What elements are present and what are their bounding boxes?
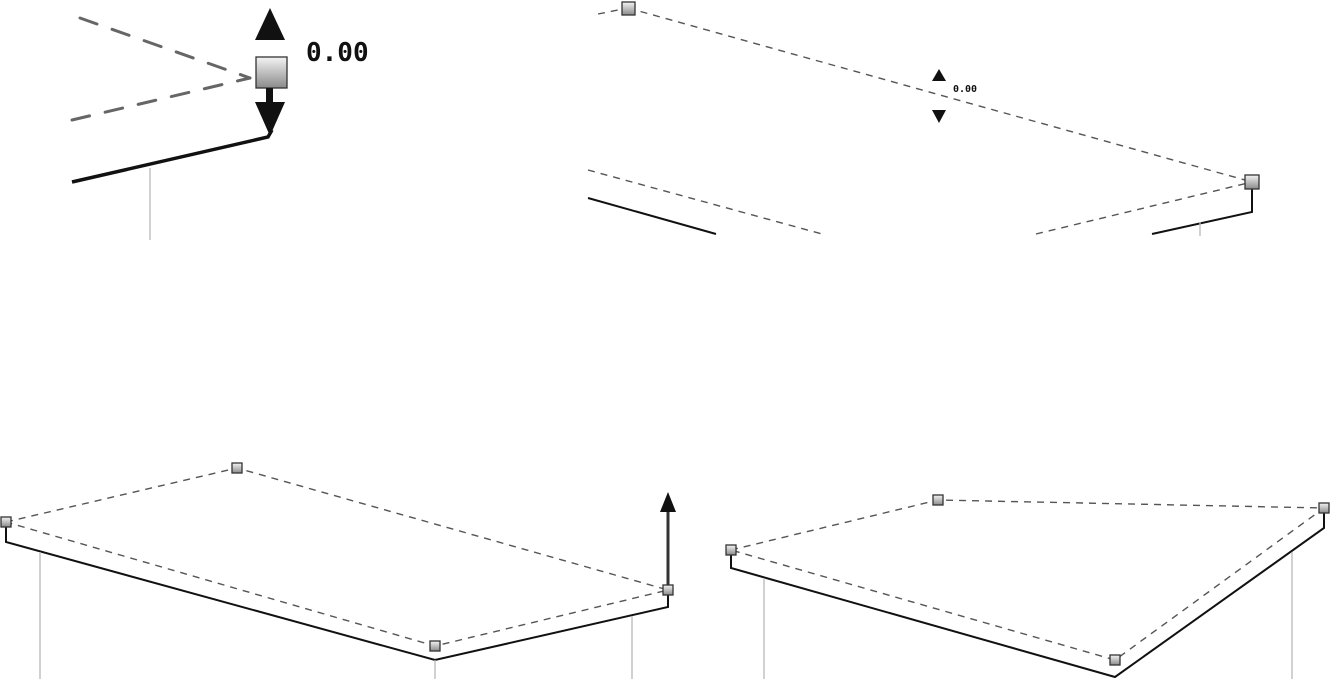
offset-value[interactable]: 0.00 bbox=[953, 84, 977, 95]
square-grip-icon[interactable] bbox=[1109, 654, 1121, 666]
panel-bottom-left bbox=[0, 462, 676, 679]
panel-top-right: 0.00 bbox=[587, 1, 1260, 236]
square-grip-icon[interactable] bbox=[429, 640, 441, 652]
roof-edge bbox=[71, 129, 274, 184]
arrow-down-icon[interactable] bbox=[255, 88, 285, 136]
dashed-outline-upper bbox=[78, 16, 252, 80]
square-grip-icon[interactable] bbox=[1244, 174, 1260, 190]
panel-top-left: 0.00 bbox=[70, 8, 369, 240]
dashed-outline-top bbox=[627, 7, 1253, 183]
dashed-outline bbox=[728, 499, 1327, 661]
dashed-outline bbox=[3, 467, 671, 647]
panel-bottom-right bbox=[725, 494, 1330, 679]
roof-edge-left bbox=[587, 197, 717, 235]
roof-edge bbox=[5, 522, 669, 662]
square-grip-icon[interactable] bbox=[255, 56, 288, 89]
dashed-outline-stub bbox=[597, 7, 629, 15]
offset-value[interactable]: 0.00 bbox=[306, 38, 369, 68]
dashed-outline-left bbox=[587, 169, 823, 235]
square-grip-icon[interactable] bbox=[621, 1, 636, 16]
dashed-outline-lower bbox=[70, 76, 252, 122]
square-grip-icon[interactable] bbox=[1318, 502, 1330, 514]
arrow-down-icon[interactable] bbox=[932, 110, 946, 123]
square-grip-icon[interactable] bbox=[932, 494, 944, 506]
roof-edge bbox=[730, 508, 1325, 679]
arrow-up-icon[interactable] bbox=[255, 8, 285, 40]
square-grip-icon[interactable] bbox=[725, 544, 737, 556]
square-grip-icon[interactable] bbox=[662, 584, 674, 596]
arrow-up-icon[interactable] bbox=[660, 492, 676, 585]
arrow-up-icon[interactable] bbox=[932, 69, 946, 81]
square-grip-icon[interactable] bbox=[0, 516, 12, 528]
dashed-outline-right bbox=[1035, 181, 1253, 235]
roof-edge-right bbox=[1151, 182, 1253, 235]
square-grip-icon[interactable] bbox=[231, 462, 243, 474]
